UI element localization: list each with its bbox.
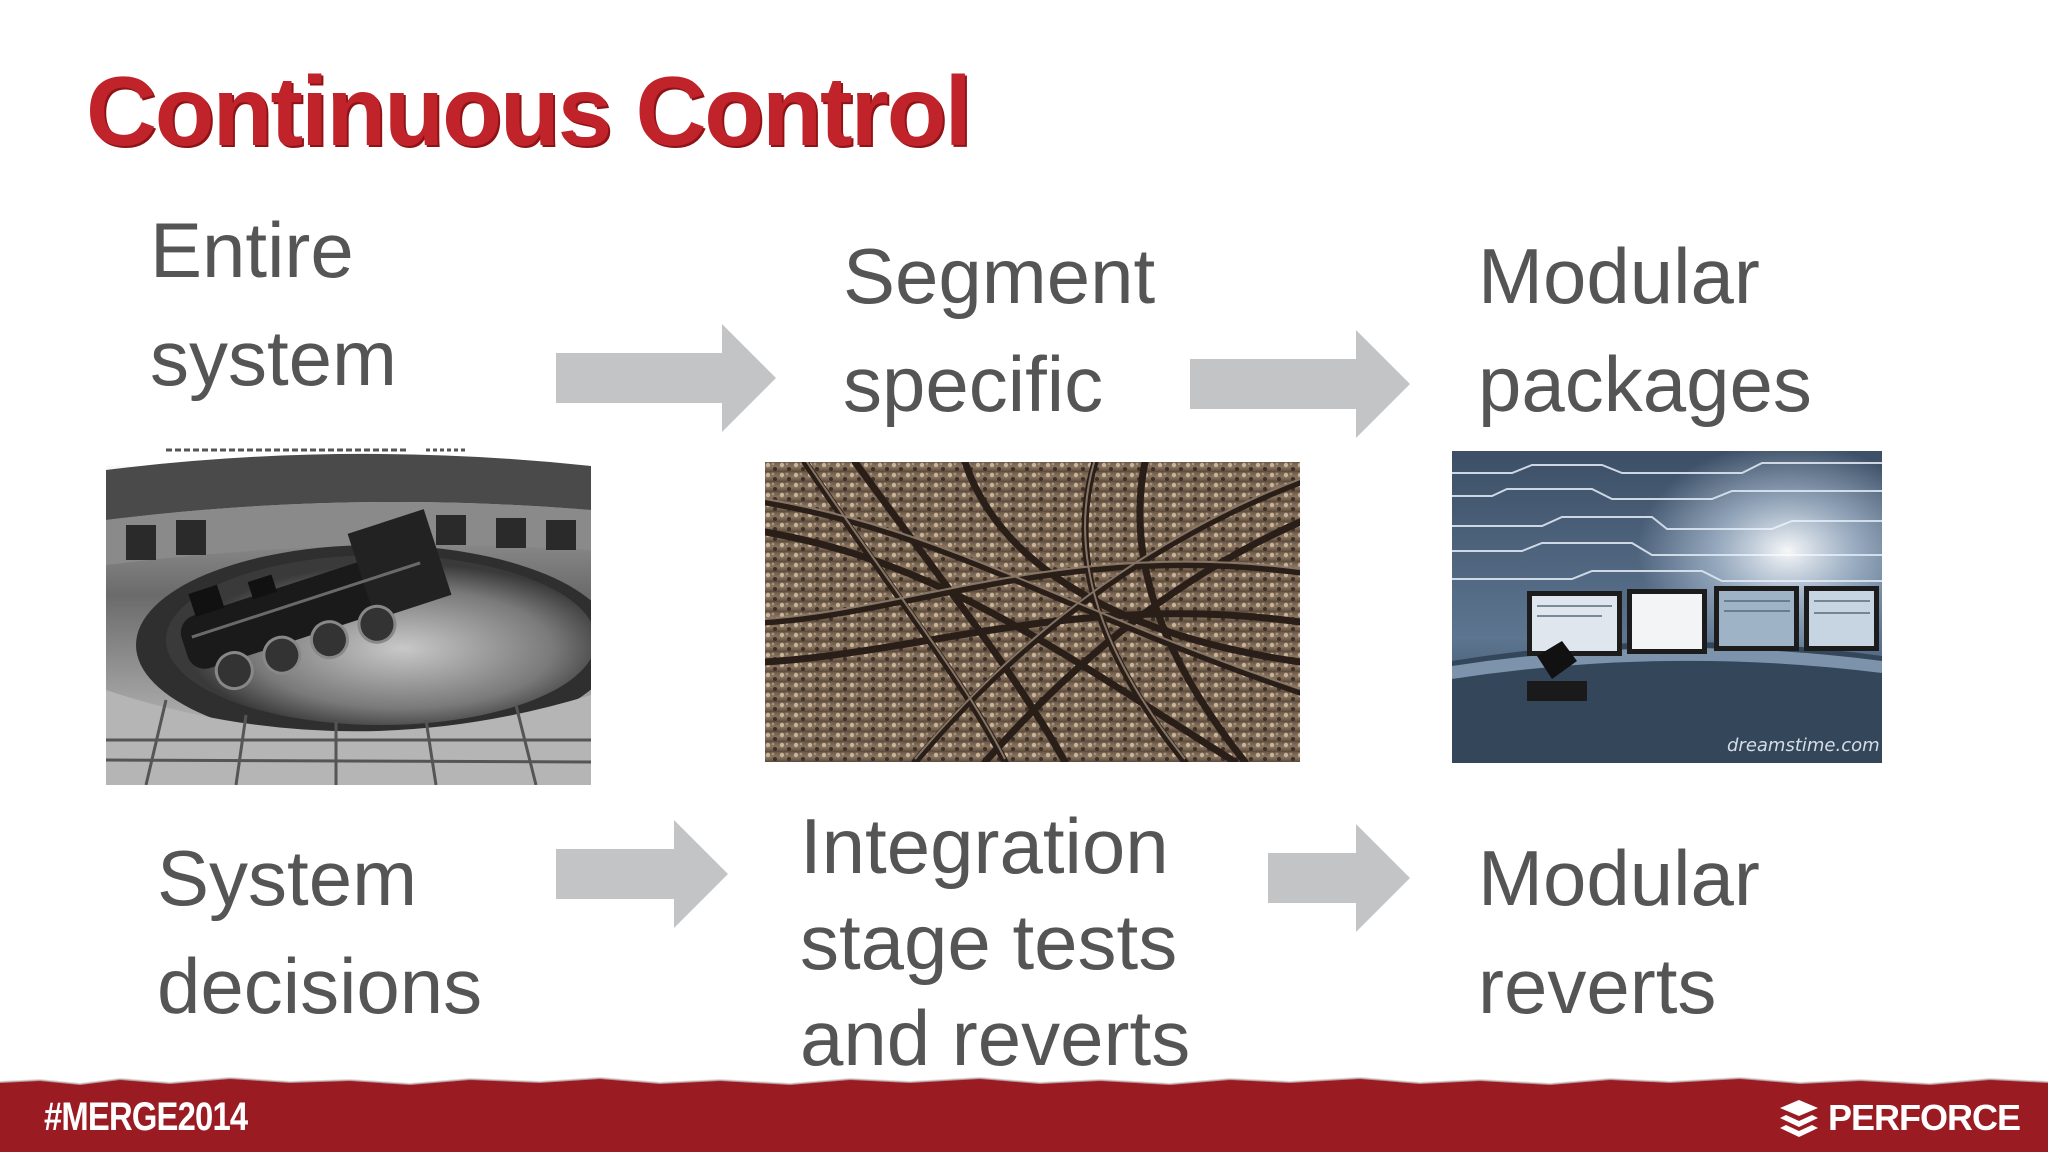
label-line: and reverts — [800, 994, 1191, 1082]
perforce-logo: PERFORCE — [1778, 1096, 2021, 1140]
roundhouse-photo — [106, 440, 591, 785]
label-line: decisions — [157, 942, 483, 1030]
label-line: Entire — [150, 206, 354, 294]
label-segment-specific: Segment specific — [843, 222, 1155, 438]
footer-band — [0, 1076, 2048, 1152]
control-room-photo: dreamstime.com — [1452, 451, 1882, 763]
label-line: reverts — [1478, 942, 1717, 1030]
label-modular-reverts: Modular reverts — [1478, 824, 1760, 1040]
label-line: packages — [1478, 340, 1812, 428]
label-line: Modular — [1478, 834, 1760, 922]
photo-watermark: dreamstime.com — [1727, 735, 1880, 756]
slide-title: Continuous Control — [86, 56, 972, 166]
label-line: Integration — [800, 802, 1169, 890]
label-line: specific — [843, 340, 1104, 428]
label-entire-system: Entire system — [150, 196, 397, 412]
arrow-right-icon — [556, 820, 728, 928]
arrow-right-icon — [1268, 824, 1410, 932]
label-line: stage tests — [800, 898, 1178, 986]
label-integration-stage-tests: Integration stage tests and reverts — [800, 798, 1190, 1086]
label-modular-packages: Modular packages — [1478, 222, 1812, 438]
label-line: Segment — [843, 232, 1156, 320]
arrow-right-icon — [556, 324, 776, 432]
label-line: Modular — [1478, 232, 1760, 320]
footer-hashtag: #MERGE2014 — [44, 1095, 248, 1139]
label-line: System — [157, 834, 418, 922]
arrow-right-icon — [1190, 330, 1410, 438]
label-line: system — [150, 314, 398, 402]
label-system-decisions: System decisions — [157, 824, 482, 1040]
perforce-layers-icon — [1780, 1100, 1818, 1137]
railway-tracks-photo — [765, 462, 1300, 762]
brand-name: PERFORCE — [1828, 1097, 2021, 1138]
